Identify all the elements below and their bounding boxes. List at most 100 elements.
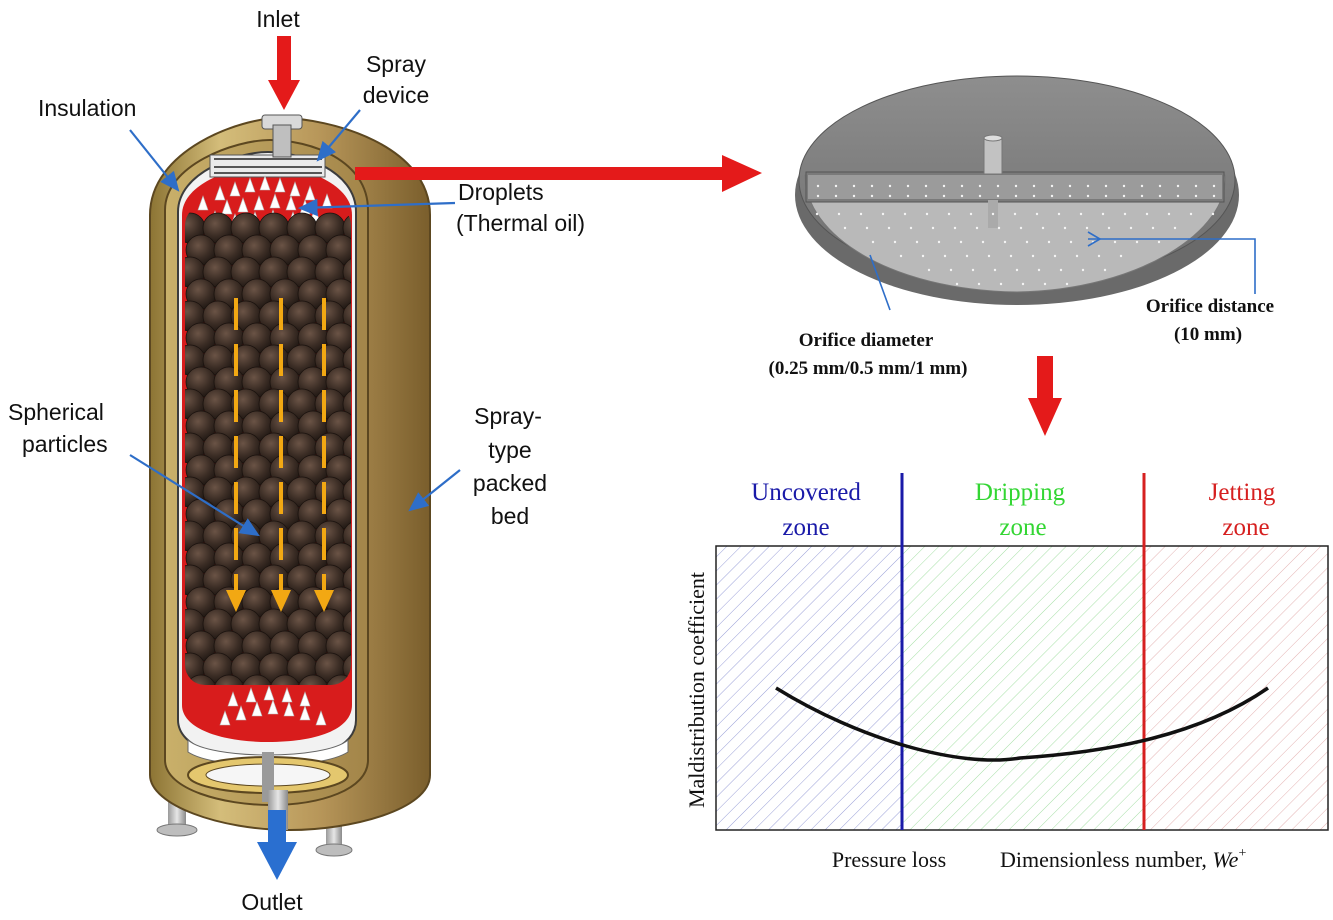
orifice-hole [1097, 254, 1101, 258]
orifice-hole [943, 254, 947, 258]
x-axis-label-right: Dimensionless number, We+ [1000, 846, 1246, 872]
orifice-hole [949, 268, 953, 272]
spherical-particles-label: particles [22, 431, 108, 457]
orifice-hole [1173, 226, 1177, 230]
orifice-hole [1104, 184, 1108, 188]
orifice-hole [960, 184, 964, 188]
orifice-hole [843, 226, 847, 230]
orifice-hole [1101, 212, 1105, 216]
maldistribution-chart [715, 473, 1329, 831]
orifice-hole [991, 212, 995, 216]
orifice-hole [1123, 212, 1127, 216]
orifice-hole [997, 226, 1001, 230]
orifice-hole [1158, 184, 1162, 188]
zone-label-jetting: Jetting [1209, 479, 1276, 506]
orifice-hole [993, 268, 997, 272]
zone-label-uncovered: zone [782, 514, 829, 541]
orifice-hole [1014, 184, 1018, 188]
insulation-label: Insulation [38, 95, 136, 121]
spray-type-bed-label: Spray- [474, 403, 542, 429]
orifice-hole [1107, 226, 1111, 230]
orifice-hole [927, 268, 931, 272]
spherical-particles-label: Spherical [8, 399, 104, 425]
orifice-hole [1041, 226, 1045, 230]
spray-device-label: device [363, 82, 429, 108]
orifice-hole [1140, 184, 1144, 188]
spherical-particle [342, 520, 351, 552]
orifice-hole [978, 184, 982, 188]
outlet-label: Outlet [241, 889, 303, 915]
orifice-hole [1140, 194, 1144, 198]
orifice-hole [1086, 194, 1090, 198]
vessel-illustration [149, 114, 431, 857]
orifice-hole [977, 282, 981, 286]
spherical-particle [342, 564, 351, 596]
orifice-hole [888, 194, 892, 198]
orifice-hole [1119, 254, 1123, 258]
orifice-hole [893, 240, 897, 244]
orifice-hole [1135, 240, 1139, 244]
orifice-hole [1035, 212, 1039, 216]
orifice-hole [859, 212, 863, 216]
orifice-hole [1194, 194, 1198, 198]
spherical-particle [342, 388, 351, 420]
orifice-hole [1019, 226, 1023, 230]
orifice-hole [1122, 184, 1126, 188]
spherical-particle [297, 674, 329, 685]
orifice-hole [953, 226, 957, 230]
bottom-droplet-cluster [219, 685, 327, 726]
orifice-hole [959, 240, 963, 244]
orifice-hole [987, 254, 991, 258]
orifice-hole [1050, 184, 1054, 188]
orifice-hole [881, 212, 885, 216]
orifice-hole [921, 254, 925, 258]
orifice-hole [942, 194, 946, 198]
flow-direction-arrows [226, 298, 334, 612]
orifice-hole [1211, 212, 1215, 216]
zone-label-uncovered: Uncovered [751, 479, 861, 506]
orifice-hole [1167, 212, 1171, 216]
orifice-hole [1013, 212, 1017, 216]
spray-plate-illustration [795, 75, 1239, 305]
spherical-particle [342, 300, 351, 332]
orifice-distance-label: Orifice distance [1146, 296, 1274, 317]
orifice-hole [1069, 240, 1073, 244]
orifice-hole [996, 184, 1000, 188]
orifice-hole [1103, 268, 1107, 272]
orifice-hole [996, 194, 1000, 198]
orifice-hole [960, 194, 964, 198]
zone-jetting-area [1144, 546, 1328, 830]
spherical-particle [241, 674, 273, 685]
orifice-hole [1025, 240, 1029, 244]
zone-dripping-area [902, 546, 1144, 830]
spherical-particle [342, 256, 351, 288]
orifice-hole [1032, 184, 1036, 188]
orifice-diameter-label: (0.25 mm/0.5 mm/1 mm) [769, 358, 968, 379]
orifice-hole [924, 194, 928, 198]
orifice-hole [1212, 184, 1216, 188]
orifice-hole [1189, 212, 1193, 216]
plot-frame [715, 545, 1329, 831]
orifice-hole [1079, 212, 1083, 216]
orifice-hole [865, 226, 869, 230]
x-axis-label-left: Pressure loss [832, 847, 946, 872]
orifice-hole [971, 268, 975, 272]
orifice-hole [1176, 184, 1180, 188]
orifice-hole [1129, 226, 1133, 230]
orifice-hole [1104, 194, 1108, 198]
spherical-particle [269, 674, 301, 685]
orifice-hole [1158, 194, 1162, 198]
orifice-hole [1021, 282, 1025, 286]
orifice-hole [981, 240, 985, 244]
orifice-hole [888, 184, 892, 188]
orifice-hole [1031, 254, 1035, 258]
orifice-hole [1145, 212, 1149, 216]
orifice-hole [906, 184, 910, 188]
orifice-hole [1057, 212, 1061, 216]
orifice-hole [870, 184, 874, 188]
spherical-particle [342, 344, 351, 376]
orifice-hole [942, 184, 946, 188]
orifice-hole [1003, 240, 1007, 244]
orifice-hole [871, 240, 875, 244]
orifice-hole [1009, 254, 1013, 258]
